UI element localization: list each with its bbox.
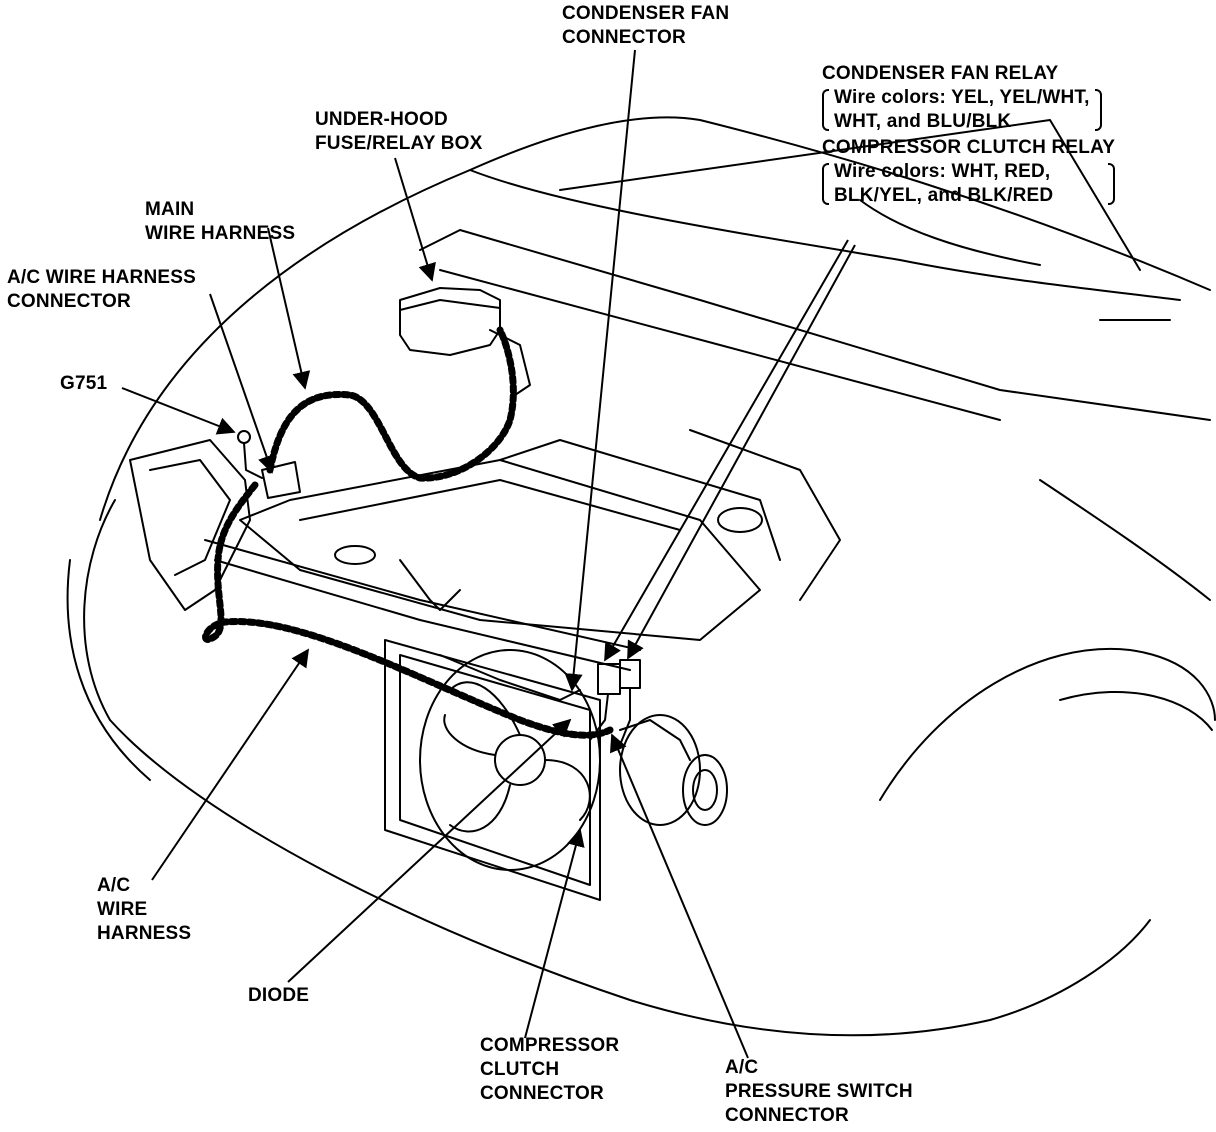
condenser-fan-relay-body	[597, 663, 621, 695]
leader-ac-harness-connector	[209, 293, 276, 474]
ac-harness-connector	[261, 461, 301, 499]
label-compressor-clutch-connector: COMPRESSOR CLUTCH CONNECTOR	[480, 1035, 620, 1104]
bumper-lower	[66, 559, 151, 781]
cowl-line	[439, 269, 1001, 421]
label-condenser-fan-relay: CONDENSER FAN RELAY Wire colors: YEL, YE…	[822, 62, 1102, 134]
label-under-hood-fuse-relay-box: UNDER-HOOD FUSE/RELAY BOX	[315, 109, 483, 154]
leader-compressor-clutch-connector	[524, 828, 585, 1039]
fan-blade-1	[449, 681, 521, 736]
hood-outline	[99, 116, 1211, 521]
hood-inner-edge	[469, 169, 1181, 301]
condenser-frame	[384, 639, 601, 901]
compressor-clutch	[682, 754, 728, 826]
fan-blade-2	[544, 759, 591, 821]
leader-g751	[121, 387, 236, 435]
leader-condenser-fan-relay	[604, 239, 849, 662]
headlight-inner	[149, 459, 231, 576]
label-condenser-fan-connector: CONDENSER FAN CONNECTOR	[562, 3, 730, 48]
front-bumper	[83, 499, 991, 1037]
condenser-fan-relay-wire-colors: Wire colors: YEL, YEL/WHT, WHT, and BLU/…	[822, 86, 1102, 134]
fan-shroud	[419, 649, 601, 871]
fan-motor-wires	[439, 654, 581, 701]
label-compressor-clutch-relay: COMPRESSOR CLUTCH RELAY Wire colors: WHT…	[822, 137, 1116, 208]
ground-point	[237, 430, 251, 444]
compressor-clutch-inner	[692, 769, 718, 811]
fan-hub	[494, 734, 546, 786]
leader-diode	[287, 718, 572, 983]
hood-crease	[559, 119, 1141, 271]
windshield-base	[419, 229, 1211, 421]
headlight	[129, 439, 251, 611]
strut-tower-line	[859, 199, 1041, 266]
leader-condenser-fan-connector	[564, 49, 636, 692]
fuse-relay-box-lid	[399, 299, 501, 311]
valve-cover	[499, 439, 781, 561]
label-main-wire-harness: MAIN WIRE HARNESS	[145, 199, 296, 244]
radiator-support	[204, 539, 641, 651]
ground-wire	[243, 442, 263, 479]
oil-cap	[334, 545, 376, 565]
compressor-fittings	[619, 719, 691, 761]
tire	[1059, 690, 1213, 731]
fan-blade-3	[449, 784, 511, 833]
main-wire-harness	[266, 326, 517, 482]
engine-top	[299, 479, 681, 531]
leader-ac-wire-harness	[151, 648, 310, 881]
leader-ac-pressure-switch	[609, 733, 749, 1059]
compressor-clutch-relay-wire-colors: Wire colors: WHT, RED, BLK/YEL, and BLK/…	[822, 160, 1116, 208]
label-ac-wire-harness: A/C WIRE HARNESS	[97, 875, 192, 944]
fender-top	[1039, 479, 1211, 601]
reservoir-cap	[717, 507, 763, 533]
leader-main-wire-harness	[267, 227, 311, 390]
label-g751: G751	[60, 373, 108, 394]
compressor-clutch-relay-body	[619, 659, 641, 689]
fuse-relay-box	[399, 287, 501, 356]
leader-compressor-clutch-relay	[627, 244, 856, 660]
compressor-body	[619, 714, 701, 826]
leader-under-hood-box	[394, 157, 436, 282]
label-ac-wire-harness-connector: A/C WIRE HARNESS CONNECTOR	[7, 267, 196, 312]
fan-blade-4	[443, 714, 496, 756]
exhaust-manifold	[399, 559, 461, 611]
intake	[689, 429, 841, 601]
wheel-arch	[879, 647, 1216, 801]
ac-wire-harness	[202, 481, 614, 739]
condenser-frame-inner	[399, 654, 591, 886]
label-ac-pressure-switch-connector: A/C PRESSURE SWITCH CONNECTOR	[725, 1057, 913, 1126]
engine-block	[239, 459, 761, 641]
label-diode: DIODE	[248, 985, 310, 1006]
radiator-support-2	[214, 559, 631, 671]
fender-lower	[989, 919, 1151, 1021]
